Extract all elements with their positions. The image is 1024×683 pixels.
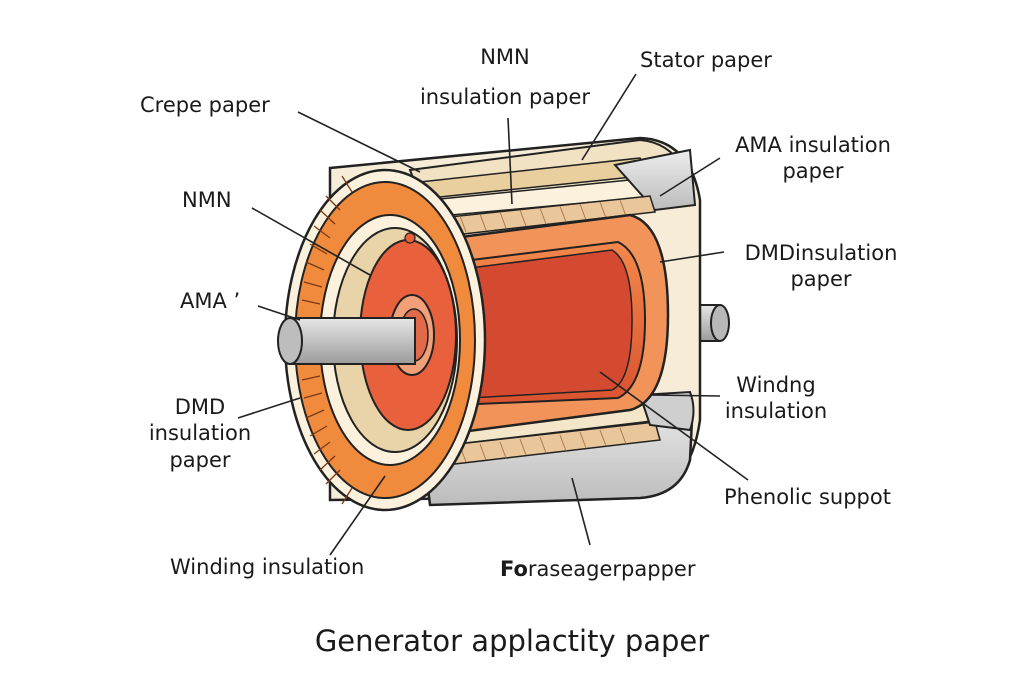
label-winding-insulation-right: Windng insulation [706,372,846,425]
label-line: DMDinsulation [744,241,898,265]
label-crepe-paper: Crepe paper [140,93,270,117]
label-phenolic-support: Phenolic suppot [724,485,891,509]
label-stator-paper: Stator paper [640,48,772,72]
label-line: NMN [480,45,530,69]
label-dmd-insulation-paper-right: DMDinsulation paper [728,240,914,293]
label-regular-segment: raseagerpapper [527,557,696,581]
label-bottom-center: Foraseagerpapper [500,556,695,582]
label-line: paper [169,447,231,472]
label-nmn-left: NMN [182,188,232,212]
label-line: DMD [174,395,226,419]
label-line: paper [790,267,852,292]
label-bold-segment: Fo [500,557,528,581]
label-line: paper [782,159,844,184]
label-line: AMA insulation [735,133,891,157]
label-winding-insulation-bottom: Winding insulation [170,555,365,579]
top-insulation-layers [408,138,697,237]
label-line: insulation paper [419,85,591,110]
diagram-title: Generator applactity paper [314,624,710,658]
label-ama-left: AMA ’ [180,289,241,313]
label-line: insulation [148,421,252,446]
label-nmn-insulation-paper: NMN insulation paper [400,44,610,111]
label-line: Windng [736,373,816,397]
label-line: insulation [724,399,828,424]
label-ama-insulation-paper: AMA insulation paper [718,132,908,185]
leader-lines [237,73,749,556]
label-dmd-insulation-paper-left: DMD insulation paper [130,394,270,473]
shaft-left [277,317,416,365]
